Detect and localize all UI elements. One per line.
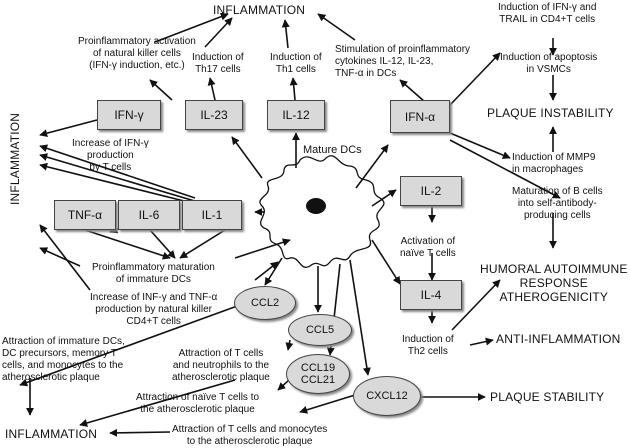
ifn-trail-text: Induction of IFN-γ and TRAIL in CD4+T ce… [498,2,597,25]
il2-box: IL-2 [400,176,462,206]
attract-neutrophils-text: Attraction of T cells and neutrophils to… [172,348,270,383]
b-cells-text: Maturation of B cells into self-antibody… [512,186,603,221]
stim-cytokines-text: Stimulation of proinflammatory cytokines… [335,44,471,79]
anti-inflammation-label: ANTI-INFLAMMATION [496,332,621,346]
il12-box: IL-12 [267,100,325,130]
il1-box: IL-1 [182,200,242,230]
th17-text: Induction of Th17 cells [192,52,244,75]
ccl5-oval: CCL5 [288,314,352,346]
ifn-gamma-box: IFN-γ [97,100,161,130]
mmp9-text: Induction of MMP9 in macrophages [512,152,596,175]
tnf-alpha-box: TNF-α [54,200,116,230]
dc-nucleus [306,198,326,214]
attract-immature-text: Attraction of immature DCs, DC precursor… [2,336,125,383]
nk-activation-text: Proinflammatory activation of natural ki… [78,36,196,71]
il4-box: IL-4 [400,280,462,310]
apoptosis-text: Induction of apoptosis in VSMCs [500,52,598,75]
plaque-instability-label: PLAQUE INSTABILITY [487,106,614,120]
inflammation-bottom-label: INFLAMMATION [5,427,98,441]
attract-naive-text: Attraction of naïve T cells to the ather… [136,392,260,415]
humoral-response-label: HUMORAL AUTOIMMUNE RESPONSE ATHEROGENICI… [480,262,628,304]
ifn-alpha-box: IFN-α [390,100,450,133]
th2-text: Induction of Th2 cells [402,334,454,357]
ccl2-oval: CCL2 [234,286,296,320]
inflammation-top-label: INFLAMMATION [213,3,306,17]
inflammation-left-label: INFLAMMATION [8,112,22,205]
cxcl12-oval: CXCL12 [353,376,421,416]
attract-monocytes-text: Attraction of T cells and monocytes to t… [172,424,328,447]
nk-cd4-text: Increase of INF-γ and TNF-α production b… [90,292,218,327]
ccl19-ccl21-oval: CCL19 CCL21 [286,354,350,394]
th1-text: Induction of Th1 cells [270,52,322,75]
ifn-gamma-increase-text: Increase of IFN-γ production by T cells [72,138,149,173]
prodc-text: Proinflammatory maturation of immature D… [92,262,215,285]
il23-box: IL-23 [185,100,243,130]
il6-box: IL-6 [118,200,180,230]
mature-dcs-label: Mature DCs [303,144,362,156]
plaque-stability-label: PLAQUE STABILITY [490,390,605,404]
naive-activation-text: Activation of naïve T cells [400,236,456,259]
